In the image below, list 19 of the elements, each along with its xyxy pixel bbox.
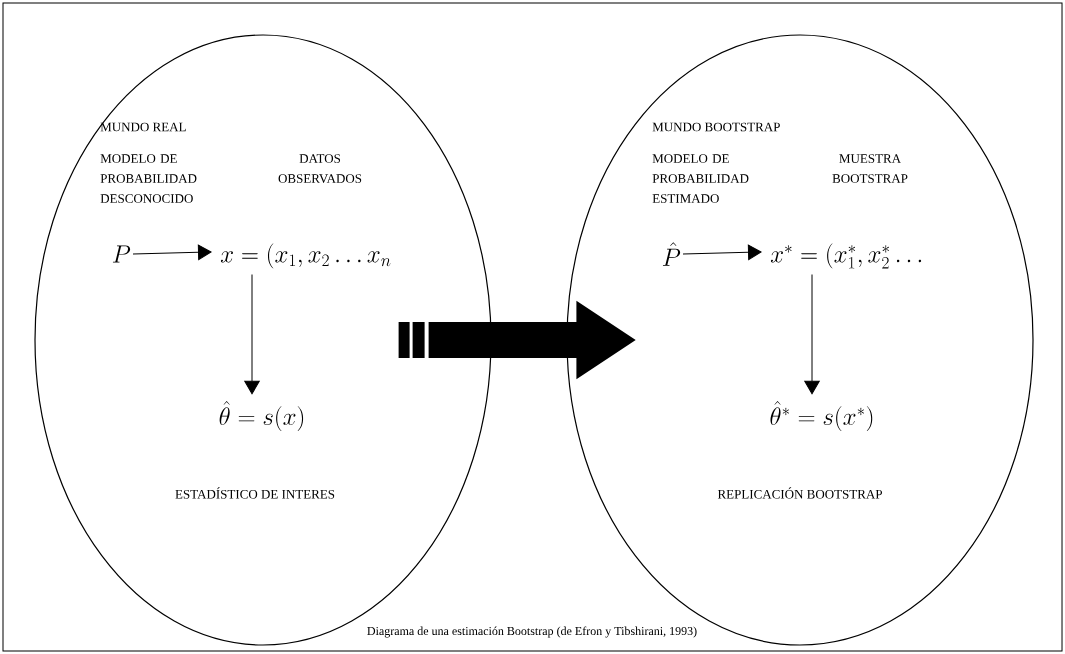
formula: $x = (x_{1}, x_{2} \ldots x_{n}$ xyxy=(220,243,391,269)
statistic-label: REPLICACIÓN BOOTSTRAP xyxy=(717,487,882,499)
caption: Diagrama de una estimación Bootstrap (de Efron y Tibshirani, 1993) xyxy=(367,626,697,638)
world-title: MUNDO BOOTSTRAP xyxy=(652,122,780,132)
world-title: MUNDO REAL xyxy=(100,122,186,132)
arrow xyxy=(132,244,212,261)
formula: $\hat{\theta} = s(x)$ xyxy=(219,401,304,432)
formula: $P$ xyxy=(112,245,131,263)
data-label: MUESTRA BOOTSTRAP xyxy=(832,154,908,183)
arrow xyxy=(804,274,820,395)
formula: $x^{*} = (x_{1}^{*}, x_{2}^{*} \ldots$ xyxy=(770,243,922,269)
arrow xyxy=(682,244,762,261)
model-label: MODELO DE PROBABILIDAD ESTIMADO xyxy=(652,154,749,203)
formula: $\hat{\theta}^{*} = s(x^{*})$ xyxy=(770,401,873,432)
arrow xyxy=(244,274,260,395)
data-label: DATOS OBSERVADOS xyxy=(278,154,362,183)
statistic-label: ESTADÍSTICO DE INTERES xyxy=(175,487,335,499)
formula: $\hat{P}$ xyxy=(662,242,681,266)
model-label: MODELO DE PROBABILIDAD DESCONOCIDO xyxy=(100,154,197,203)
